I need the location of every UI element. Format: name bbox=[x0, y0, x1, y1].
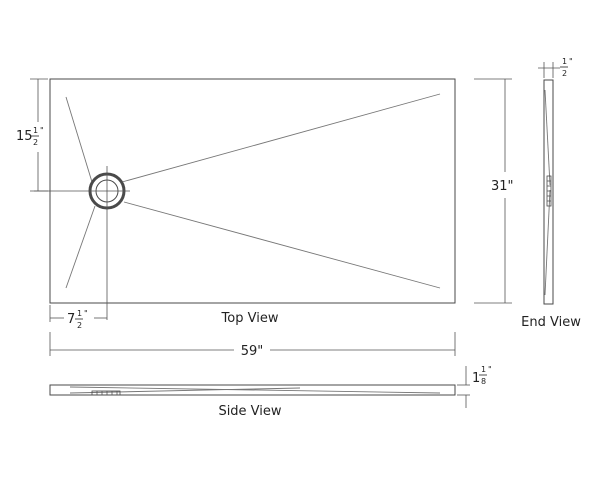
length-dimension: 59" bbox=[49, 332, 456, 359]
dim-mark: " bbox=[84, 309, 88, 318]
dim-whole: 1 bbox=[472, 371, 480, 386]
side-view-slope bbox=[69, 386, 441, 394]
end-view-slope bbox=[544, 89, 551, 186]
dim-num: 1 bbox=[562, 57, 567, 66]
dim-den: 8 bbox=[481, 377, 486, 386]
dim-mark: " bbox=[488, 365, 492, 374]
drain-from-edge-dimension: 7 1 2 " bbox=[49, 305, 107, 330]
side-view-drain bbox=[91, 390, 121, 396]
slope-line-lower-left bbox=[65, 205, 96, 289]
end-view bbox=[543, 79, 554, 305]
width-label: 31" bbox=[491, 179, 514, 194]
dim-whole: 7 bbox=[67, 312, 75, 327]
end-thickness-dimension: 1 2 " bbox=[538, 57, 573, 78]
dim-den: 2 bbox=[77, 321, 82, 330]
end-view-slope bbox=[544, 189, 551, 296]
dim-mark: " bbox=[569, 57, 573, 66]
drain-offset-dimension: 15 1 2 " bbox=[16, 78, 48, 192]
top-view bbox=[34, 78, 456, 320]
dim-num: 1 bbox=[481, 365, 486, 374]
dim-den: 2 bbox=[33, 138, 38, 147]
side-view-outline bbox=[49, 384, 456, 396]
slope-line-upper-right bbox=[121, 93, 441, 183]
width-dimension: 31" bbox=[474, 78, 514, 304]
side-view-slope bbox=[69, 387, 301, 394]
slope-line-lower-right bbox=[123, 201, 441, 289]
end-view-label: End View bbox=[521, 315, 581, 330]
dim-mark: " bbox=[40, 126, 44, 135]
dim-num: 1 bbox=[77, 309, 82, 318]
height-dimension: 1 1 8 " bbox=[457, 365, 492, 408]
slope-line-upper-left bbox=[65, 96, 93, 183]
top-view-label: Top View bbox=[221, 311, 279, 326]
dim-num: 1 bbox=[33, 126, 38, 135]
dim-whole: 15 bbox=[16, 129, 33, 144]
dim-den: 2 bbox=[562, 69, 567, 78]
side-view bbox=[49, 384, 456, 396]
side-view-label: Side View bbox=[218, 404, 281, 419]
length-label: 59" bbox=[241, 344, 264, 359]
end-view-outline bbox=[543, 79, 554, 305]
